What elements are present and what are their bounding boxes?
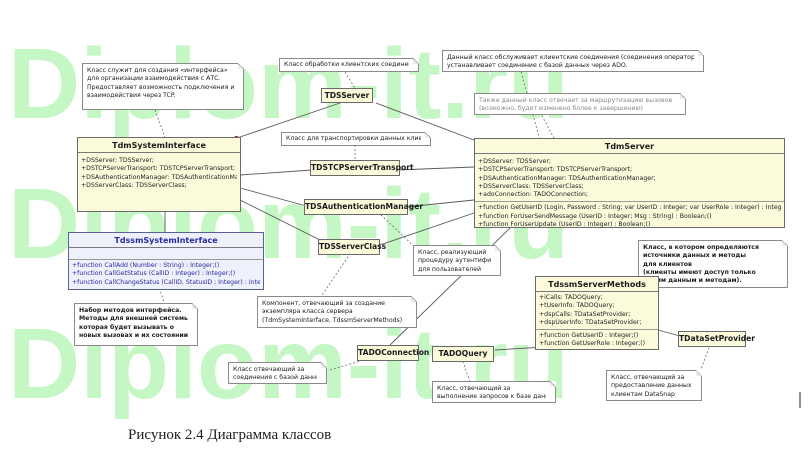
class-attributes: +DSServer: TDSServer; +DSTCPServerTransp… xyxy=(475,154,784,203)
note-server-description: Данный класс обслуживает клиентские соед… xyxy=(442,50,704,72)
attribute: +DSServer: TDSServer; xyxy=(81,157,154,164)
method: +function GetUserRole : Integer;() xyxy=(539,340,646,348)
note-line: для пользователей xyxy=(418,265,482,273)
note-line: Данный класс обслуживает клиентские соед… xyxy=(447,54,694,61)
note-line: (TdmSystemInterface, TdssmServerMethods) xyxy=(262,316,403,324)
component-ds-server: TDSServer xyxy=(321,88,373,103)
note-line: которая будет вызывать о xyxy=(79,323,175,331)
method: +function CallGetStatus (CallID : Intege… xyxy=(72,270,236,278)
note-line: Класс обработки клиентских соединений. xyxy=(284,61,409,68)
class-title: TdmServer xyxy=(475,139,784,154)
class-tdm-server: TdmServer +DSServer: TDSServer; +DSTCPSe… xyxy=(474,138,785,228)
attribute: +iCalls: TADOQuery; xyxy=(539,294,603,301)
component-tcp-transport: TDSTCPServerTransport xyxy=(310,160,414,176)
method: +function GetUserID (Login, Password : S… xyxy=(478,204,781,212)
note-line: Класс служит для создания «интерфейса» xyxy=(87,67,228,74)
note-line: Предоставляет возможность подключения и xyxy=(87,83,234,91)
note-line: Класс для транспортировки данных клиенту… xyxy=(286,135,421,142)
note-external-methods: Набор методов интерфейса. Методы для вне… xyxy=(74,303,198,346)
attribute: +dspUserInfo: TDataSetProvider; xyxy=(539,318,642,326)
method: +function CallAdd (Number : String) : In… xyxy=(72,262,220,269)
note-line: (возможно, будет изменено более к заверш… xyxy=(479,105,643,113)
note-line: новых вызовах и их состоянии. xyxy=(79,331,188,339)
note-line: выполнение запросов к базе данных. xyxy=(437,393,546,401)
note-ds-server: Класс обработки клиентских соединений. xyxy=(279,58,419,72)
class-tdssm-server-methods: TdssmServerMethods +iCalls: TADOQuery; +… xyxy=(535,276,659,350)
attribute: +dspCalls: TDataSetProvider; xyxy=(539,310,631,318)
method: +function GetUserID : Integer;() xyxy=(539,332,639,340)
note-server-routing: Также данный класс отвечает за маршрутиз… xyxy=(474,93,686,115)
note-interface-description: Класс служит для создания «интерфейса» д… xyxy=(82,63,244,110)
note-transport: Класс для транспортировки данных клиенту… xyxy=(281,132,431,146)
note-line: устанавливает соединение с базой данных … xyxy=(447,62,628,70)
class-tdm-system-interface: TdmSystemInterface +DSServer: TDSServer;… xyxy=(77,137,241,212)
note-line: Класс, отвечающий за xyxy=(437,385,511,392)
class-attributes: +iCalls: TADOQuery; +tUserInfo: TADOQuer… xyxy=(536,292,658,331)
note-line: Также данный класс отвечает за маршрутиз… xyxy=(479,97,673,104)
note-line: Класс, отвечающий за xyxy=(611,374,685,381)
attribute: +DSServerClass: TDSServerClass; xyxy=(81,181,187,189)
note-line: для клиентов xyxy=(643,260,692,268)
class-title: TdssmSystemInterface xyxy=(69,233,263,248)
class-title: TdssmServerMethods xyxy=(536,277,658,292)
attribute: +adoConnection: TADOConnection; xyxy=(478,191,589,199)
note-line: Класс отвечающий за xyxy=(233,366,305,373)
attribute: +DSTCPServerTransport: TDSTCPServerTrans… xyxy=(478,166,633,174)
note-line: клиентам DataSnap xyxy=(611,390,675,398)
method: +function ForUserUpdate (UserID : Intege… xyxy=(478,221,651,229)
class-methods: +function GetUserID : Integer;() +functi… xyxy=(536,330,658,351)
attribute: +DSServer: TDSServer; xyxy=(478,158,551,165)
class-attributes: +DSServer: TDSServer; +DSTCPServerTransp… xyxy=(78,153,240,192)
attribute: +tUserInfo: TADOQuery; xyxy=(539,302,615,310)
class-tdssm-system-interface: TdssmSystemInterface +function CallAdd (… xyxy=(68,232,264,290)
class-title: TdmSystemInterface xyxy=(78,138,240,153)
class-methods: +function GetUserID (Login, Password : S… xyxy=(475,202,784,231)
note-line: экземпляра класса сервера xyxy=(262,308,353,316)
component-auth-manager: TDSAuthenticationManager xyxy=(304,199,423,215)
note-auth: Класс, реализующий процедуру аутентифика… xyxy=(413,245,501,276)
attribute: +DSAuthenticationManager: TDSAuthenticat… xyxy=(478,174,656,182)
class-attributes xyxy=(69,248,263,260)
note-line: Класс, реализующий xyxy=(418,249,487,256)
component-ado-query: TADOQuery xyxy=(432,346,494,362)
note-line: предоставление данных xyxy=(611,382,692,390)
method: +function CallChangeStatus (CallID, Stat… xyxy=(72,278,260,286)
note-line: Компонент, отвечающий за создание xyxy=(262,300,385,307)
component-ado-connection: TADOConnection xyxy=(357,345,429,361)
note-query: Класс, отвечающий за выполнение запросов… xyxy=(432,381,556,403)
note-connection: Класс отвечающий за соединения с базой д… xyxy=(228,362,327,384)
note-server-class: Компонент, отвечающий за создание экземп… xyxy=(257,296,417,328)
note-line: для организации взаимодействия с АТС. xyxy=(87,75,221,83)
class-methods: +function CallAdd (Number : String) : In… xyxy=(69,260,263,289)
note-line: процедуру аутентификации xyxy=(418,257,491,265)
note-line: (клиенты имеют доступ только xyxy=(643,268,756,276)
attribute: +DSAuthenticationManager: TDSAuthenticat… xyxy=(81,173,237,181)
component-dataset-provider: TDataSetProvider xyxy=(678,331,755,347)
note-line: Набор методов интерфейса. xyxy=(79,307,182,314)
attribute: +DSTCPServerTransport: TDSTCPServerTrans… xyxy=(81,165,236,173)
note-provider: Класс, отвечающий за предоставление данн… xyxy=(606,370,702,401)
attribute: +DSServerClass: TDSServerClass; xyxy=(478,182,584,190)
method: +function ForUserSendMessage (UserID : I… xyxy=(478,212,712,220)
note-data-source: Класс, в котором определяются источники … xyxy=(638,240,788,288)
component-server-class: TDSServerClass xyxy=(318,239,386,255)
note-line: источники данных и методы xyxy=(643,252,747,260)
note-line: Методы для внешней системы xyxy=(79,315,188,323)
note-line: Класс, в котором определяются xyxy=(643,244,759,251)
note-line: к этим данным и методам). xyxy=(643,277,742,285)
note-line: соединения с базой данных. xyxy=(233,374,317,382)
note-line: взаимодействия через TCP. xyxy=(87,91,176,99)
figure-caption: Рисунок 2.4 Диаграмма классов xyxy=(128,427,332,443)
